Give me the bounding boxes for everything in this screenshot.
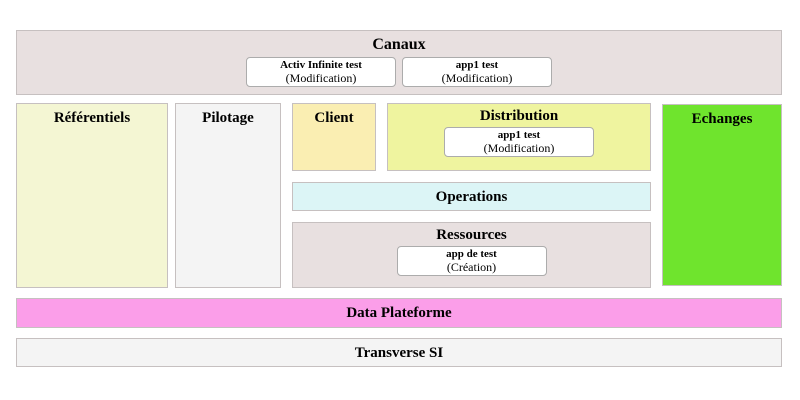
echanges-title: Echanges (691, 111, 753, 127)
app-status: (Modification) (441, 71, 513, 85)
block-pilotage: Pilotage (175, 103, 281, 288)
transverse-si-title: Transverse SI (354, 344, 444, 361)
block-operations: Operations (292, 182, 651, 211)
app-card-activ-infinite-test[interactable]: Activ Infinite test (Modification) (246, 57, 396, 87)
app-card-app1-test-distribution[interactable]: app1 test (Modification) (444, 127, 594, 157)
block-ressources: Ressources app de test (Création) (292, 222, 651, 288)
app-name: app1 test (455, 59, 499, 71)
client-title: Client (314, 110, 354, 126)
block-client: Client (292, 103, 376, 171)
distribution-cards: app1 test (Modification) (388, 127, 650, 157)
app-status: (Modification) (483, 141, 555, 155)
block-echanges: Echanges (662, 104, 782, 286)
distribution-title: Distribution (479, 108, 559, 124)
referentiels-title: Référentiels (53, 110, 131, 126)
app-name: app1 test (497, 129, 541, 141)
app-card-app-de-test[interactable]: app de test (Création) (396, 246, 547, 276)
app-card-app1-test-canaux[interactable]: app1 test (Modification) (402, 57, 552, 87)
app-name: app de test (446, 248, 497, 260)
pilotage-title: Pilotage (202, 110, 254, 126)
app-status: (Création) (446, 260, 497, 274)
block-canaux: Canaux Activ Infinite test (Modification… (16, 30, 782, 95)
app-name: Activ Infinite test (280, 59, 362, 71)
block-data-plateforme: Data Plateforme (16, 298, 782, 328)
canaux-cards: Activ Infinite test (Modification) app1 … (17, 57, 781, 87)
operations-title: Operations (435, 188, 508, 205)
block-distribution: Distribution app1 test (Modification) (387, 103, 651, 171)
ressources-cards: app de test (Création) (293, 246, 650, 276)
block-transverse-si: Transverse SI (16, 338, 782, 367)
ressources-title: Ressources (436, 227, 507, 243)
canaux-title: Canaux (372, 36, 426, 53)
app-status: (Modification) (285, 71, 357, 85)
block-referentiels: Référentiels (16, 103, 168, 288)
data-plateforme-title: Data Plateforme (346, 305, 452, 321)
